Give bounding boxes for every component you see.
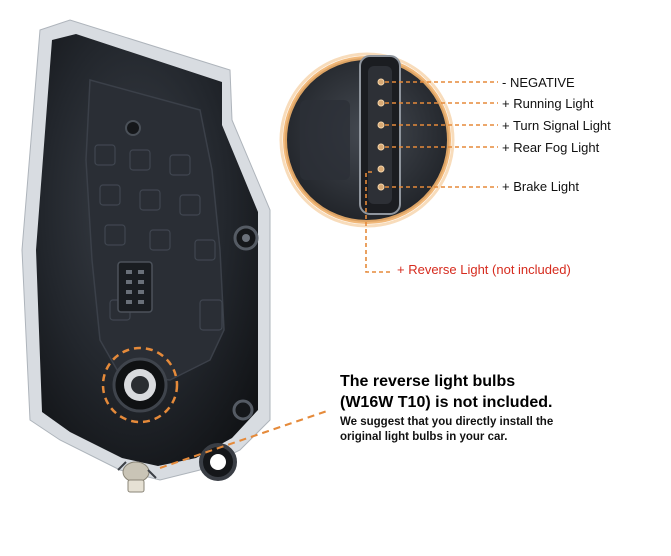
note-title: The reverse light bulbs (W16W T10) is no…: [340, 371, 552, 413]
loose-bulb: [117, 461, 157, 493]
taillight-housing: [21, 19, 271, 481]
note-body-line: original light bulbs in your car.: [340, 431, 508, 443]
housing-ribs: [94, 144, 223, 331]
housing-connector: [117, 261, 153, 313]
loose-socket-ring: [199, 443, 237, 481]
pin-label-turn-signal: + Turn Signal Light: [502, 118, 611, 133]
pin-leader-lines: [365, 81, 498, 273]
connector-zoom: [279, 52, 455, 228]
pin-label-rear-fog: + Rear Fog Light: [502, 140, 600, 155]
note-title-line: The reverse light bulbs: [340, 373, 516, 390]
pin-label-brake-light: + Brake Light: [502, 179, 579, 194]
note-body: We suggest that you directly install the…: [340, 415, 553, 445]
pin-label-negative: - NEGATIVE: [502, 75, 575, 90]
pin-label-running-light: + Running Light: [502, 96, 594, 111]
zoom-pins: [377, 78, 385, 191]
note-body-line: We suggest that you directly install the: [340, 416, 554, 428]
note-title-line: (W16W T10) is not included.: [340, 394, 553, 411]
reverse-bulb-socket: [101, 346, 179, 424]
note-leader-line: [159, 409, 331, 469]
mounting-posts: [125, 120, 259, 421]
pin-label-reverse-light: + Reverse Light (not included): [397, 262, 571, 277]
connector-pins: [126, 270, 144, 304]
